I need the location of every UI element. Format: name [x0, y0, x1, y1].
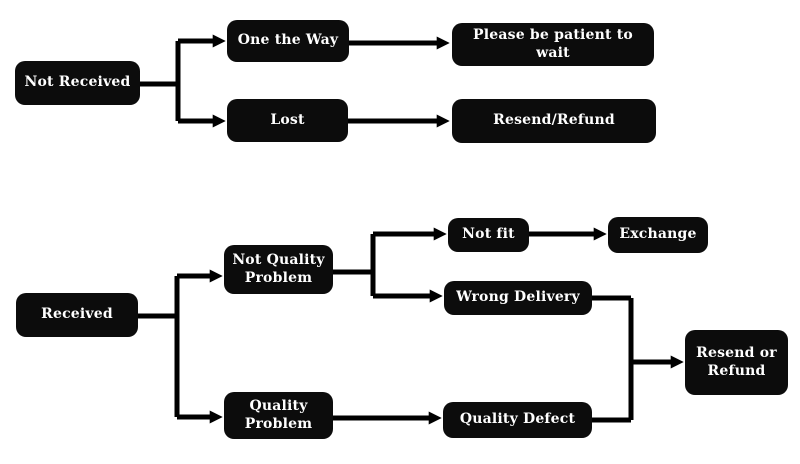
node-quality-defect: Quality Defect: [443, 402, 592, 438]
node-resend-or-refund: Resend or Refund: [685, 330, 788, 395]
node-one-the-way: One the Way: [227, 20, 349, 62]
node-wrong-delivery: Wrong Delivery: [444, 281, 592, 315]
node-resend-refund: Resend/Refund: [452, 99, 656, 143]
node-please-be-patient: Please be patient to wait: [452, 23, 654, 66]
node-received: Received: [16, 293, 138, 337]
node-quality-problem: Quality Problem: [224, 392, 333, 439]
node-not-received: Not Received: [15, 61, 140, 105]
node-not-quality-problem: Not Quality Problem: [224, 245, 333, 294]
node-lost: Lost: [227, 99, 348, 142]
node-not-fit: Not fit: [448, 218, 529, 252]
node-exchange: Exchange: [608, 217, 708, 253]
